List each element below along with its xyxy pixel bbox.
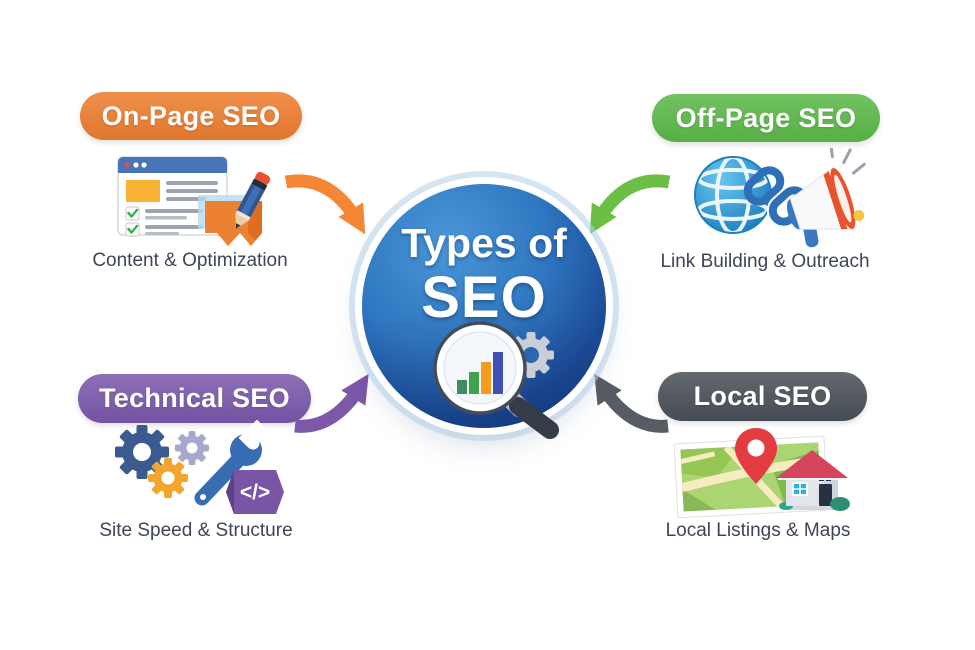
center-title-line2: SEO <box>421 265 547 330</box>
megaphone-icon <box>786 148 866 248</box>
wrench-icon <box>194 420 267 506</box>
local-caption: Local Listings & Maps <box>665 520 851 541</box>
off-page-arrow <box>589 174 671 235</box>
on-page-caption: Content & Optimization <box>92 250 288 271</box>
on-page-seo-badge: On-Page SEO <box>80 92 302 140</box>
technical-seo-badge: Technical SEO <box>78 374 311 423</box>
center-title-line1: Types of <box>401 220 567 266</box>
local-arrow <box>594 373 669 433</box>
off-page-seo-badge: Off-Page SEO <box>652 94 880 142</box>
on-page-arrow <box>284 174 366 235</box>
technical-caption: Site Speed & Structure <box>99 520 293 541</box>
code-badge-icon: </> <box>226 470 284 514</box>
bar-chart-icon <box>457 352 503 394</box>
center-circle: Types of SEO <box>362 184 606 439</box>
pencil-icon <box>235 171 271 229</box>
code-symbol: </> <box>240 481 270 504</box>
gear-icon <box>175 431 209 465</box>
magnifier-handle <box>498 386 559 439</box>
gear-icon <box>148 458 188 498</box>
gear-icon <box>115 425 169 479</box>
globe-chain-megaphone-icon <box>694 148 866 248</box>
off-page-caption: Link Building & Outreach <box>660 251 870 272</box>
location-pin-icon <box>735 428 777 484</box>
browser-checklist-pencil-icon <box>117 156 271 246</box>
globe-icon <box>694 156 772 234</box>
magnifier-bar-chart-icon <box>433 321 559 439</box>
gears-wrench-code-icon: </> <box>115 420 284 514</box>
map-pin-house-icon <box>673 428 850 519</box>
house-icon <box>776 450 850 511</box>
technical-arrow <box>294 373 369 433</box>
local-seo-badge: Local SEO <box>658 372 867 421</box>
